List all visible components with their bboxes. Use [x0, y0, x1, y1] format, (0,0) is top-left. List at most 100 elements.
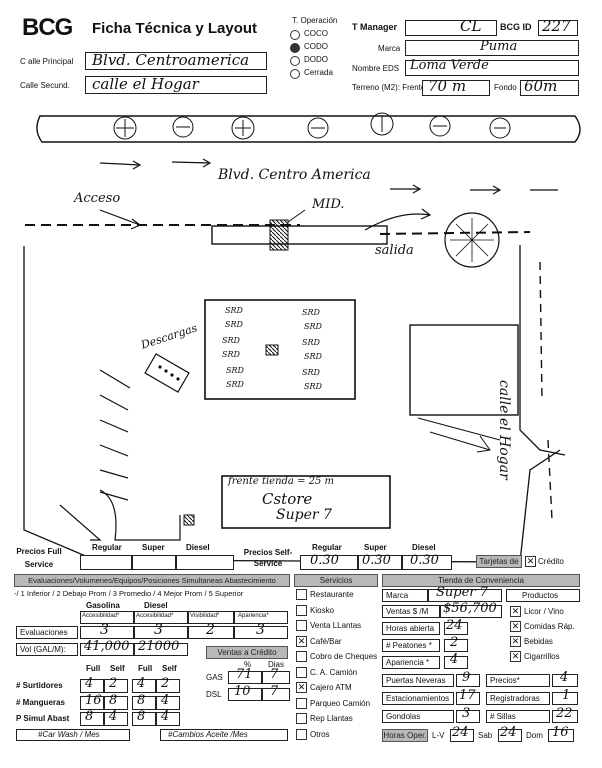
radio-cerrada[interactable] [290, 69, 300, 79]
servicio-checkbox[interactable] [296, 604, 307, 616]
tienda-marca-label: Marca [386, 591, 409, 600]
servicio-checkbox[interactable] [296, 713, 307, 724]
simul-cell[interactable] [156, 712, 180, 726]
simul-cell[interactable] [132, 712, 156, 726]
sab-label: Sab [478, 731, 493, 740]
servicio-checkbox[interactable] [296, 620, 307, 631]
self-super-field[interactable] [358, 555, 402, 570]
op-codo: CODO [304, 42, 328, 51]
eval-4-field[interactable] [234, 626, 288, 639]
ventas-field[interactable] [440, 605, 502, 618]
servicio-checkbox[interactable] [296, 728, 307, 740]
fondo-field[interactable] [520, 80, 579, 96]
eval-2-field[interactable] [134, 626, 188, 639]
marca-field[interactable] [405, 40, 579, 56]
registradoras-value: 1 [562, 688, 571, 703]
producto-checkbox[interactable]: ✕ [510, 621, 521, 632]
surtidores-cell[interactable] [132, 679, 156, 693]
gasolina-header: Gasolina [86, 601, 120, 610]
srd-3: SRD [222, 336, 240, 345]
dsl-dias-field[interactable] [262, 688, 290, 701]
tienda-marca-field[interactable] [428, 589, 502, 602]
dsl-pct-field[interactable] [228, 688, 262, 701]
calle-principal-field[interactable] [85, 52, 267, 70]
dom-field[interactable] [548, 729, 574, 742]
frente-field[interactable] [422, 80, 490, 96]
mangueras-cell[interactable] [104, 696, 128, 710]
surtidores-cell[interactable] [156, 679, 180, 693]
vol-diesel-field[interactable] [134, 643, 188, 656]
t-manager-field[interactable] [405, 20, 497, 36]
surtidores-cell[interactable] [104, 679, 128, 693]
sillas-label: # Sillas [490, 712, 516, 721]
mangueras-cell[interactable] [156, 696, 180, 710]
simul-cell[interactable] [104, 712, 128, 726]
nombre-eds-field[interactable] [405, 60, 579, 76]
puertas-label: Puertas Neveras [386, 676, 446, 685]
servicio-checkbox[interactable] [296, 666, 307, 678]
credito-checkbox[interactable]: ✕ [525, 556, 536, 567]
puertas-field[interactable] [456, 674, 480, 687]
precios-field[interactable] [552, 674, 578, 687]
peatones-field[interactable] [444, 639, 468, 652]
self-regular-field[interactable] [300, 555, 358, 570]
precio-hdr-super-2: Super [364, 543, 387, 552]
estacionamientos-field[interactable] [456, 692, 480, 705]
registradoras-field[interactable] [552, 692, 578, 705]
vol-label: Vol (GAL/M): [20, 645, 66, 654]
producto-checkbox[interactable]: ✕ [510, 636, 521, 647]
radio-dodo[interactable] [290, 56, 300, 66]
horas-abierta-field[interactable] [444, 622, 468, 635]
cambios-aceite-field[interactable] [160, 729, 288, 741]
gas-pct-value: 71 [236, 667, 253, 682]
servicio-checkbox[interactable]: ✕ [296, 682, 307, 693]
gas-dias-field[interactable] [262, 671, 290, 684]
simul-cell[interactable] [80, 712, 104, 726]
eval-3-value: 2 [206, 622, 215, 638]
eval-1-field[interactable] [80, 626, 134, 639]
col-hdr-2 [134, 611, 188, 624]
tree-icons [113, 112, 511, 140]
mangueras-cell[interactable] [80, 696, 104, 710]
fondo-value: 60m [524, 77, 558, 95]
full-super-field[interactable] [132, 555, 176, 570]
mangueras-cell[interactable] [132, 696, 156, 710]
calle-secund-field[interactable] [85, 76, 267, 94]
eval-1-value: 3 [100, 622, 109, 638]
right-building [409, 324, 519, 416]
registradoras-label: Registradoras [490, 694, 540, 703]
radio-codo[interactable] [290, 43, 300, 53]
full-regular-field[interactable] [80, 555, 132, 570]
car-wash-field[interactable] [16, 729, 130, 741]
surtidores-value: 4 [137, 676, 146, 691]
servicio-checkbox[interactable] [296, 697, 307, 709]
lv-field[interactable] [450, 729, 474, 742]
mangueras-value: 8 [137, 693, 146, 708]
self-diesel-field[interactable] [402, 555, 452, 570]
apariencia-field[interactable] [444, 656, 468, 669]
logo: BCG [22, 14, 73, 41]
servicio-checkbox[interactable] [296, 589, 307, 600]
servicio-checkbox[interactable] [296, 651, 307, 662]
sab-field[interactable] [498, 729, 522, 742]
gas-pct-field[interactable] [228, 671, 262, 684]
servicio-checkbox[interactable]: ✕ [296, 635, 307, 647]
bcg-id-field[interactable] [538, 20, 578, 36]
radio-coco[interactable] [290, 30, 300, 40]
producto-checkbox[interactable]: ✕ [510, 651, 521, 662]
eval-3-field[interactable] [188, 626, 234, 639]
mid-sign [269, 219, 289, 251]
vol-gas-field[interactable] [80, 643, 134, 656]
producto-checkbox[interactable]: ✕ [510, 606, 521, 617]
gondolas-field[interactable] [456, 710, 480, 723]
mid-island [211, 225, 388, 245]
srd-7: SRD [302, 308, 320, 317]
evaluaciones-label: Evaluaciones [20, 628, 68, 637]
full-hdr-2: Full [138, 664, 153, 673]
col-hdr-3 [188, 611, 234, 624]
horas-oper-label: Horas Oper. [382, 729, 428, 742]
sillas-field[interactable] [552, 710, 578, 723]
surtidores-cell[interactable] [80, 679, 104, 693]
full-diesel-field[interactable] [176, 555, 234, 570]
acceso-arrow [99, 209, 142, 230]
